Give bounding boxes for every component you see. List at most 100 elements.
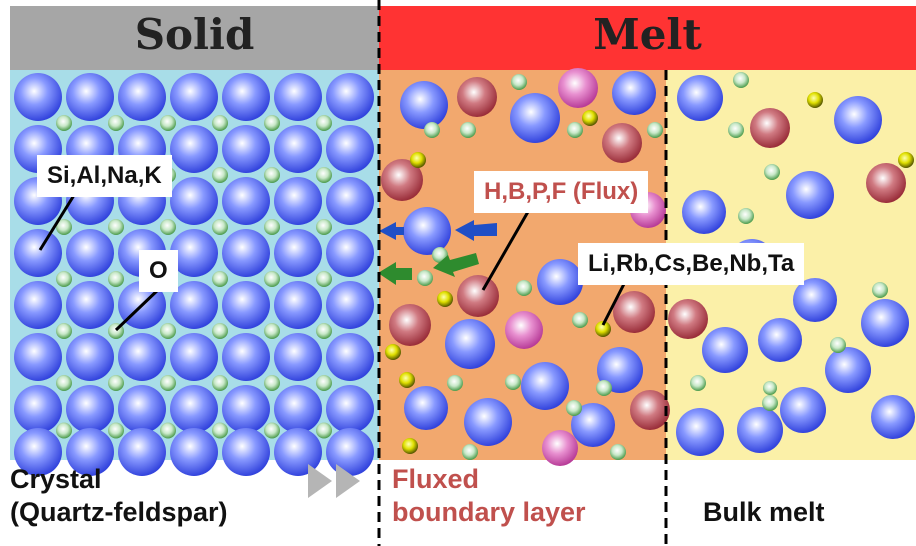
- lattice-cation: [326, 333, 374, 381]
- flux-ion: [389, 304, 431, 346]
- flux-label: H,B,P,F (Flux): [474, 171, 649, 213]
- oxygen-ion: [417, 270, 433, 286]
- lattice-cation: [14, 333, 62, 381]
- lattice-oxygen-ion: [212, 422, 228, 439]
- lattice-oxygen-ion: [56, 323, 72, 339]
- oxygen-label: O: [139, 250, 178, 292]
- lattice-oxygen-ion: [264, 219, 280, 235]
- flux-ion: [630, 390, 670, 430]
- large-ion: [464, 398, 512, 446]
- lattice-oxygen-ion: [56, 422, 72, 439]
- lattice-oxygen-ion: [264, 167, 280, 183]
- lattice-cation: [222, 333, 270, 381]
- lattice-cation: [222, 125, 270, 173]
- crystal-zone-label: Crystal (Quartz-feldspar): [10, 463, 228, 529]
- boundary-label-line-2: boundary layer: [392, 497, 586, 527]
- trace-ion: [898, 152, 914, 168]
- lattice-cation: [118, 333, 166, 381]
- lattice-oxygen-ion: [56, 219, 72, 235]
- large-ion: [612, 71, 656, 115]
- pointer-line: [38, 191, 78, 251]
- flux-ion: [750, 108, 790, 148]
- trace-ion: [410, 152, 426, 168]
- lattice-cation: [14, 281, 62, 329]
- oxygen-ion: [505, 374, 521, 390]
- major-cations-label: Si,Al,Na,K: [37, 155, 172, 197]
- solid-lattice: [14, 73, 374, 476]
- oxygen-ion: [462, 444, 478, 460]
- oxygen-ion: [872, 282, 888, 298]
- green-diffusion-arrow: [433, 253, 479, 277]
- oxygen-ion: [690, 375, 706, 391]
- lattice-oxygen-ion: [108, 422, 124, 439]
- lattice-cation: [222, 281, 270, 329]
- lattice-oxygen-ion: [316, 219, 332, 235]
- oxygen-ion: [567, 122, 583, 138]
- lattice-cation: [66, 385, 114, 433]
- large-ion: [780, 387, 826, 433]
- lattice-oxygen-ion: [160, 375, 176, 391]
- large-ion: [571, 403, 615, 447]
- trace-ion: [807, 92, 823, 108]
- lattice-cation: [170, 177, 218, 225]
- lattice-cation: [66, 73, 114, 121]
- lattice-oxygen-ion: [160, 115, 176, 131]
- large-ion: [737, 407, 783, 453]
- large-ion: [521, 362, 569, 410]
- large-ion: [404, 386, 448, 430]
- lattice-cation: [14, 229, 62, 277]
- lattice-oxygen-ion: [212, 115, 228, 131]
- lattice-cation: [274, 385, 322, 433]
- flux-ion: [457, 275, 499, 317]
- lattice-cation: [274, 177, 322, 225]
- large-ion: [400, 81, 448, 129]
- lattice-oxygen-ion: [56, 271, 72, 287]
- lattice-oxygen-ion: [108, 219, 124, 235]
- oxygen-ion: [610, 444, 626, 460]
- large-ion: [793, 278, 837, 322]
- trace-ion: [402, 438, 418, 454]
- lattice-cation: [14, 73, 62, 121]
- lattice-oxygen-ion: [212, 375, 228, 391]
- lattice-oxygen-ion: [108, 115, 124, 131]
- lattice-oxygen-ion: [108, 375, 124, 391]
- oxygen-ion: [511, 74, 527, 90]
- oxygen-ion: [424, 122, 440, 138]
- lattice-cation: [326, 281, 374, 329]
- lattice-oxygen-ion: [56, 115, 72, 131]
- lattice-cation: [222, 229, 270, 277]
- trace-ion: [595, 321, 611, 337]
- crystal-label-line-1: Crystal: [10, 464, 102, 494]
- lattice-oxygen-ion: [264, 323, 280, 339]
- flux-ion: [668, 299, 708, 339]
- large-ion: [758, 318, 802, 362]
- crystal-label-line-2: (Quartz-feldspar): [10, 497, 228, 527]
- large-ion: [825, 347, 871, 393]
- lattice-oxygen-ion: [264, 375, 280, 391]
- lattice-cation: [14, 385, 62, 433]
- large-ion: [702, 327, 748, 373]
- flux-ion: [602, 123, 642, 163]
- oxygen-ion: [460, 122, 476, 138]
- lattice-oxygen-ion: [160, 219, 176, 235]
- lattice-oxygen-ion: [212, 219, 228, 235]
- solid-header-bar: [10, 6, 379, 70]
- large-ion: [786, 171, 834, 219]
- large-ion: [510, 93, 560, 143]
- flux-ion: [866, 163, 906, 203]
- large-ion: [861, 299, 909, 347]
- pink-ion: [542, 430, 578, 466]
- melt-header-bar: [379, 6, 916, 70]
- pointer-line: [114, 286, 162, 332]
- oxygen-ion: [764, 164, 780, 180]
- lattice-oxygen-ion: [160, 422, 176, 439]
- lattice-cation: [66, 229, 114, 277]
- lattice-cation: [326, 229, 374, 277]
- flux-ion: [613, 291, 655, 333]
- lattice-cation: [170, 281, 218, 329]
- lattice-cation: [274, 125, 322, 173]
- boundary-layer-zone-label: Fluxed boundary layer: [392, 463, 586, 529]
- oxygen-ion: [447, 375, 463, 391]
- lattice-cation: [222, 385, 270, 433]
- lattice-cation: [66, 333, 114, 381]
